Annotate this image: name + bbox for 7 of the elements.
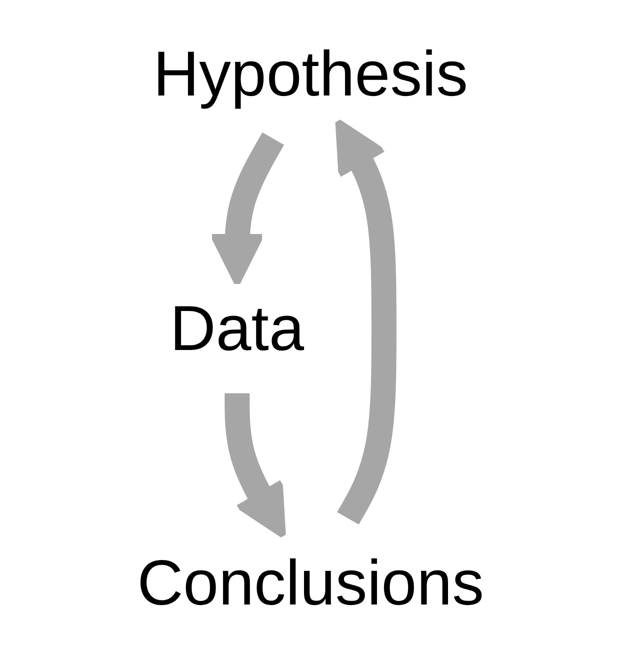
arrow [210, 132, 284, 287]
node-text: Data [170, 292, 304, 364]
arrow [335, 118, 396, 525]
node-text: Conclusions [137, 546, 484, 618]
arrow [224, 391, 286, 539]
node-text: Hypothesis [153, 38, 468, 110]
flow-diagram: Hypothesis Data Conclusions [94, 0, 528, 657]
